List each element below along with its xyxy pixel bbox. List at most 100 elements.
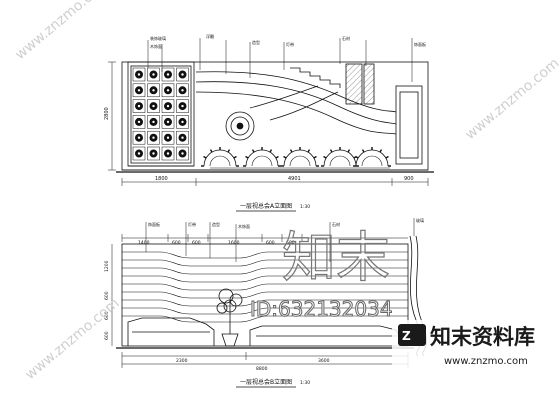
elevation-b-title: 一层视总会B立面图 1:30 xyxy=(236,378,310,388)
tile xyxy=(176,130,189,145)
tile xyxy=(176,115,189,129)
callout-a-6: 石材 xyxy=(342,35,350,41)
watermark-diag-right: www.znzmo.com xyxy=(462,55,560,143)
dim-b-left-2: 600 xyxy=(104,291,110,300)
door xyxy=(395,85,423,165)
potted-plant xyxy=(216,288,243,347)
dim-a-2: 4901 xyxy=(288,176,301,182)
watermark-big-logo: 知末 xyxy=(282,226,390,289)
callout-a-5: 灯带 xyxy=(286,41,294,47)
callout-b-6: 玻璃 xyxy=(416,217,424,223)
dim-b-top-1: 1400 xyxy=(138,240,150,246)
tile xyxy=(176,99,189,113)
elevation-b-scale: 1:30 xyxy=(300,380,310,386)
elevation-b-dim-labels: 1400 600 600 1600 600 600 2300 3600 8800… xyxy=(104,240,330,372)
dim-b-top-6: 600 xyxy=(286,240,295,246)
dim-b-top-5: 600 xyxy=(266,240,275,246)
watermark-diag-top: www.znzmo.com xyxy=(12,0,112,63)
dim-b-bottom-2: 3600 xyxy=(318,358,330,364)
elevation-b-frame xyxy=(121,243,409,347)
ornament xyxy=(321,147,359,167)
elevation-a-scale: 1:30 xyxy=(300,204,310,210)
elevation-a-dim-labels: 1800 4901 900 2800 xyxy=(104,107,414,182)
tile xyxy=(161,115,175,129)
wave-band xyxy=(122,259,408,267)
elevation-a-dimensions xyxy=(108,61,429,186)
wave-band xyxy=(122,267,408,275)
callout-a-7: 饰面板 xyxy=(414,41,426,47)
elevation-a xyxy=(116,61,434,173)
elevation-a-callout-labels: 装饰玻璃 木饰面 浮雕 造型 灯带 石材 饰面板 xyxy=(150,33,426,49)
dim-a-3: 900 xyxy=(404,176,414,182)
wave-band xyxy=(122,291,408,299)
dim-b-left-4: 600 xyxy=(104,331,110,340)
wave-band xyxy=(122,275,408,283)
tile xyxy=(161,130,175,145)
dim-b-left-3: 600 xyxy=(104,311,110,320)
tile xyxy=(161,99,175,113)
callout-a-1: 装饰玻璃 xyxy=(150,35,166,41)
dim-a-left: 2800 xyxy=(104,107,110,120)
tile xyxy=(147,67,160,82)
dim-b-left-1: 1200 xyxy=(104,260,110,272)
ornament xyxy=(201,147,239,167)
dim-a-1: 1800 xyxy=(155,176,168,182)
tile xyxy=(132,83,146,98)
tile xyxy=(176,83,189,98)
wave-band xyxy=(122,299,408,307)
tile xyxy=(147,146,160,161)
wave-band xyxy=(122,251,408,259)
elevation-b-title-text: 一层视总会B立面图 xyxy=(240,378,292,386)
ornament xyxy=(243,147,281,167)
curve-band-5 xyxy=(269,91,339,121)
callout-b-3: 造型 xyxy=(212,221,220,227)
curve-band-1 xyxy=(195,71,397,113)
tile xyxy=(132,146,146,161)
tile xyxy=(132,67,146,82)
wave-band xyxy=(122,283,408,291)
tile xyxy=(147,130,160,145)
tile xyxy=(161,83,175,98)
dim-b-top-3: 600 xyxy=(192,240,201,246)
brand-badge: Z 知末资料库 www.znzmo.com xyxy=(392,320,560,400)
sofa xyxy=(127,317,215,346)
brand-logo-icon: Z xyxy=(398,324,426,346)
callout-b-2: 灯带 xyxy=(188,221,196,227)
elevation-b-dimensions xyxy=(111,234,409,368)
tile xyxy=(161,67,175,82)
tile xyxy=(176,67,189,82)
svg-text:Z: Z xyxy=(402,329,411,343)
callout-b-4: 木饰面 xyxy=(238,223,250,229)
step-panel xyxy=(290,63,375,105)
curve-band-2 xyxy=(195,81,397,125)
medallion xyxy=(225,111,255,141)
tile-grid xyxy=(132,67,189,161)
tile xyxy=(132,99,146,113)
elevation-a-title: 一层视总会A立面图 1:30 xyxy=(236,202,310,212)
tile xyxy=(132,115,146,129)
watermark-id: ID:632132034 xyxy=(250,297,393,321)
wave-band xyxy=(122,307,408,315)
tile xyxy=(147,83,160,98)
ornament xyxy=(353,147,391,167)
right-sofa xyxy=(249,325,405,347)
tile xyxy=(147,115,160,129)
callout-b-1: 饰面板 xyxy=(148,221,160,227)
curve-band-3 xyxy=(195,91,397,135)
ornament xyxy=(281,147,319,167)
brand-url: www.znzmo.com xyxy=(444,356,528,367)
elevation-b-callout-labels: 饰面板 灯带 造型 木饰面 石材 玻璃 xyxy=(148,217,424,229)
curve-band-4 xyxy=(249,85,319,109)
tile xyxy=(161,146,175,161)
dim-b-top-4: 1600 xyxy=(228,240,240,246)
wave-band xyxy=(122,315,408,323)
ornament-row xyxy=(201,147,391,167)
elevation-a-title-text: 一层视总会A立面图 xyxy=(240,202,292,210)
callout-a-3: 浮雕 xyxy=(206,33,214,39)
brand-name: 知末资料库 xyxy=(430,325,535,349)
elevation-a-callouts xyxy=(147,38,413,82)
tile xyxy=(147,99,160,113)
callout-a-2: 木饰面 xyxy=(150,43,162,49)
